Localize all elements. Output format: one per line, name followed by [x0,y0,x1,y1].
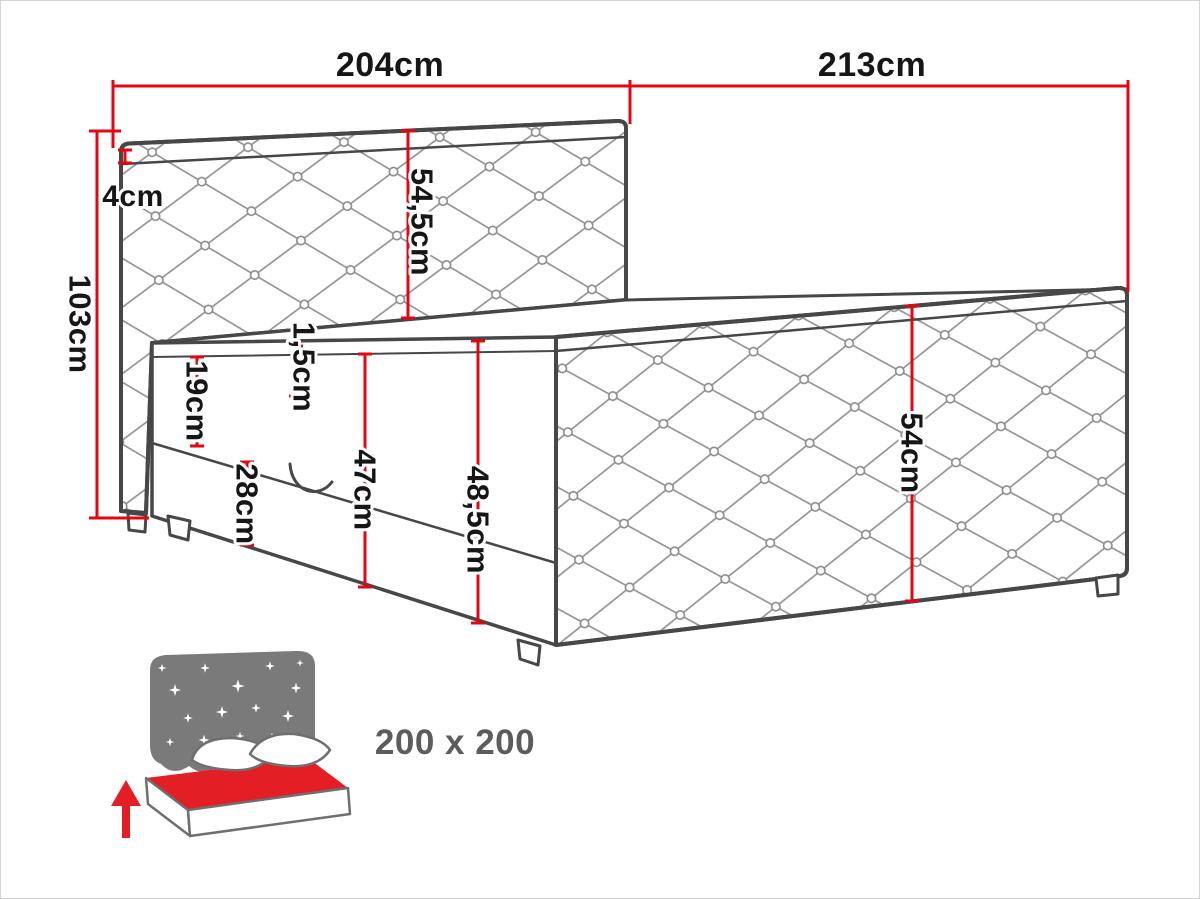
dim-line-47 [358,352,372,589]
dimension-lines [89,80,1130,625]
base-seam-line [150,441,558,565]
storage-bed-icon [111,650,352,838]
icon-pillows [190,732,332,772]
mattress-lip-line [151,350,557,358]
dim-line-54 [905,304,919,603]
dim-line-48-5 [471,339,485,625]
dim-label-headboard-edge: 4cm [102,180,164,213]
dim-line-19 [190,355,204,448]
dim-label-length: 213cm [818,46,926,84]
bed-foot [166,514,192,542]
icon-arrow-up-stem [122,804,130,838]
side-panel-quilting [554,285,1129,647]
bed-foot [1094,573,1120,598]
icon-arrow-up-head [111,780,141,806]
dim-label-upper-box: 19cm [180,360,215,441]
headboard-top-edge-line [121,135,628,166]
dim-label-headboard-panel: 54,5cm [405,168,440,276]
dim-label-width: 204cm [336,46,444,84]
dim-label-side-front: 47cm [348,449,383,530]
drawer-handle [288,462,334,494]
dimension-labels: 204cm 213cm 4cm 103cm 54,5cm 1,5cm 19cm … [60,43,933,577]
bed-foot [126,511,148,534]
bed-foot [516,638,542,667]
dim-line-28 [240,460,254,547]
dim-label-mattress-gap: 1,5cm [287,322,322,412]
icon-base-front-face [186,786,352,838]
side-panel-top-edge-line [554,299,1129,353]
icon-base [144,776,352,838]
dim-label-side-total: 48,5cm [461,466,496,574]
icon-red-parts [111,758,348,838]
dim-line-4cm [118,148,132,165]
dim-line-54-5 [401,129,415,320]
bed-drawing [119,118,1129,667]
dim-label-lower-box: 28cm [230,463,265,544]
pillow-icon [248,732,332,768]
dim-line-1-5 [289,344,303,398]
headboard-quilting [119,118,628,515]
dim-label-side-panel: 54cm [895,412,930,493]
icon-mattress-top [146,758,348,810]
size-badge: 200 x 200 [375,723,535,762]
dim-label-total-height: 103cm [63,274,98,373]
